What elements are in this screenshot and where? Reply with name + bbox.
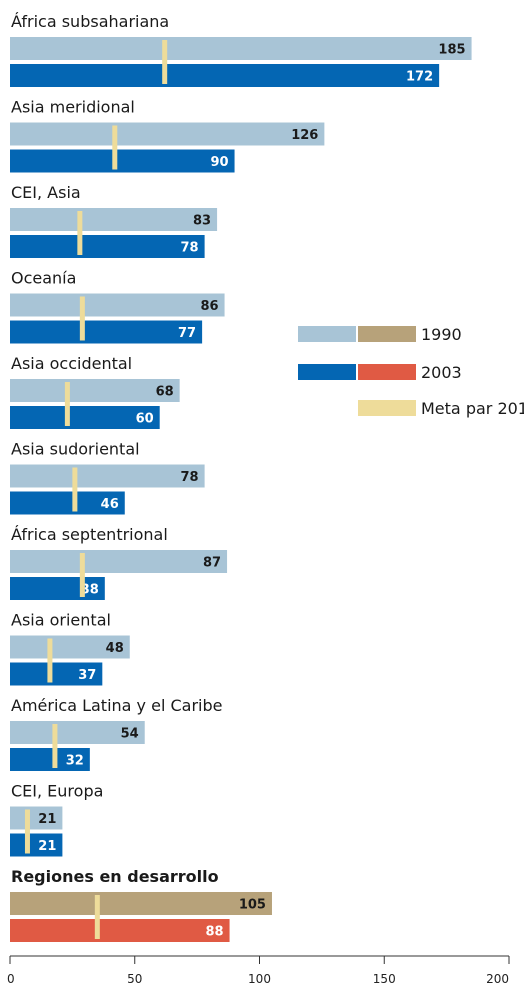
bar-1990 bbox=[10, 550, 228, 573]
bar-1990 bbox=[10, 293, 225, 317]
target-2015-marker bbox=[47, 638, 53, 683]
bar-1990 bbox=[10, 122, 325, 146]
bar-2003 bbox=[10, 748, 90, 771]
value-label-1990: 21 bbox=[38, 812, 56, 827]
value-label-1990: 48 bbox=[106, 641, 124, 656]
value-label-1990: 185 bbox=[438, 43, 465, 58]
bar-2003 bbox=[10, 662, 103, 686]
value-label-1990: 54 bbox=[121, 727, 139, 742]
bar-1990 bbox=[10, 464, 205, 488]
value-label-2003: 37 bbox=[78, 668, 96, 683]
value-label-2003: 38 bbox=[81, 583, 99, 598]
region-label: Oceanía bbox=[11, 269, 76, 288]
legend-label: 2003 bbox=[421, 363, 462, 382]
region-group: Regiones en desarrollo 105 88 bbox=[10, 867, 272, 942]
target-2015-marker bbox=[52, 724, 58, 768]
value-label-2003: 77 bbox=[178, 326, 196, 341]
target-2015-marker bbox=[94, 895, 100, 939]
bar-1990 bbox=[10, 379, 180, 402]
bar-2003 bbox=[10, 320, 203, 344]
value-label-1990: 78 bbox=[181, 470, 199, 485]
bar-1990 bbox=[10, 806, 63, 830]
bar-2003 bbox=[10, 833, 63, 857]
value-label-1990: 68 bbox=[156, 385, 174, 400]
bar-2003 bbox=[10, 235, 205, 258]
value-label-2003: 78 bbox=[181, 241, 199, 256]
region-label: Regiones en desarrollo bbox=[11, 867, 219, 886]
legend-swatch bbox=[358, 326, 416, 342]
region-label: CEI, Asia bbox=[11, 183, 81, 202]
target-2015-marker bbox=[112, 125, 118, 170]
value-label-1990: 105 bbox=[239, 898, 266, 913]
region-group: CEI, Asia 83 78 bbox=[10, 183, 218, 258]
target-2015-marker bbox=[77, 211, 83, 255]
target-2015-marker bbox=[162, 40, 168, 84]
value-label-2003: 32 bbox=[66, 754, 84, 769]
region-group: América Latina y el Caribe 54 32 bbox=[10, 696, 222, 771]
bar-1990 bbox=[10, 37, 472, 60]
bar-2003 bbox=[10, 406, 160, 429]
bar-1990 bbox=[10, 721, 145, 744]
region-group: Oceanía 86 77 bbox=[10, 269, 225, 344]
target-2015-marker bbox=[79, 296, 85, 341]
value-label-2003: 88 bbox=[205, 925, 223, 940]
value-label-2003: 60 bbox=[136, 412, 154, 427]
bar-1990 bbox=[10, 635, 130, 659]
region-label: África subsahariana bbox=[11, 12, 169, 31]
value-label-1990: 126 bbox=[291, 128, 318, 143]
target-2015-marker bbox=[79, 553, 85, 597]
region-label: Asia occidental bbox=[11, 354, 132, 373]
legend-swatch bbox=[358, 400, 416, 416]
value-label-2003: 21 bbox=[38, 839, 56, 854]
bar-1990 bbox=[10, 892, 272, 915]
x-axis: 0 50 100 150 200 bbox=[7, 955, 510, 986]
region-group: Asia sudoriental 78 46 bbox=[10, 440, 205, 515]
region-group: África subsahariana 185 172 bbox=[10, 12, 472, 87]
region-group: CEI, Europa 21 21 bbox=[10, 782, 103, 857]
legend-item: Meta par 2015 bbox=[358, 399, 524, 418]
legend-item: 2003 bbox=[298, 363, 462, 382]
target-2015-marker bbox=[72, 467, 78, 512]
region-label: CEI, Europa bbox=[11, 782, 103, 801]
value-label-2003: 90 bbox=[210, 155, 228, 170]
legend-swatch bbox=[298, 326, 356, 342]
region-label: Asia sudoriental bbox=[11, 440, 140, 459]
value-label-2003: 46 bbox=[101, 497, 119, 512]
region-label: África septentrional bbox=[11, 525, 168, 544]
region-label: América Latina y el Caribe bbox=[11, 696, 222, 715]
region-group: África septentrional 87 38 bbox=[10, 525, 228, 600]
bar-2003 bbox=[10, 149, 235, 173]
bar-2003 bbox=[10, 64, 440, 87]
x-tick-label: 50 bbox=[127, 972, 142, 986]
region-group: Asia meridional 126 90 bbox=[10, 98, 325, 173]
bar-2003 bbox=[10, 919, 230, 942]
bar-2003 bbox=[10, 491, 125, 515]
bar-1990 bbox=[10, 208, 218, 231]
x-tick-label: 100 bbox=[248, 972, 271, 986]
legend-label: 1990 bbox=[421, 325, 462, 344]
legend-swatch bbox=[358, 364, 416, 380]
legend-item: 1990 bbox=[298, 325, 462, 344]
region-group: Asia oriental 48 37 bbox=[10, 611, 130, 686]
region-label: Asia meridional bbox=[11, 98, 135, 117]
value-label-2003: 172 bbox=[406, 70, 433, 85]
x-tick-label: 200 bbox=[486, 972, 509, 986]
target-2015-marker bbox=[64, 382, 70, 426]
legend-swatch bbox=[298, 364, 356, 380]
target-2015-marker bbox=[24, 809, 30, 854]
value-label-1990: 87 bbox=[203, 556, 221, 571]
x-tick-label: 0 bbox=[7, 972, 15, 986]
value-label-1990: 86 bbox=[200, 299, 218, 314]
legend-label: Meta par 2015 bbox=[421, 399, 524, 418]
x-tick-label: 150 bbox=[373, 972, 396, 986]
region-label: Asia oriental bbox=[11, 611, 111, 630]
value-label-1990: 83 bbox=[193, 214, 211, 229]
